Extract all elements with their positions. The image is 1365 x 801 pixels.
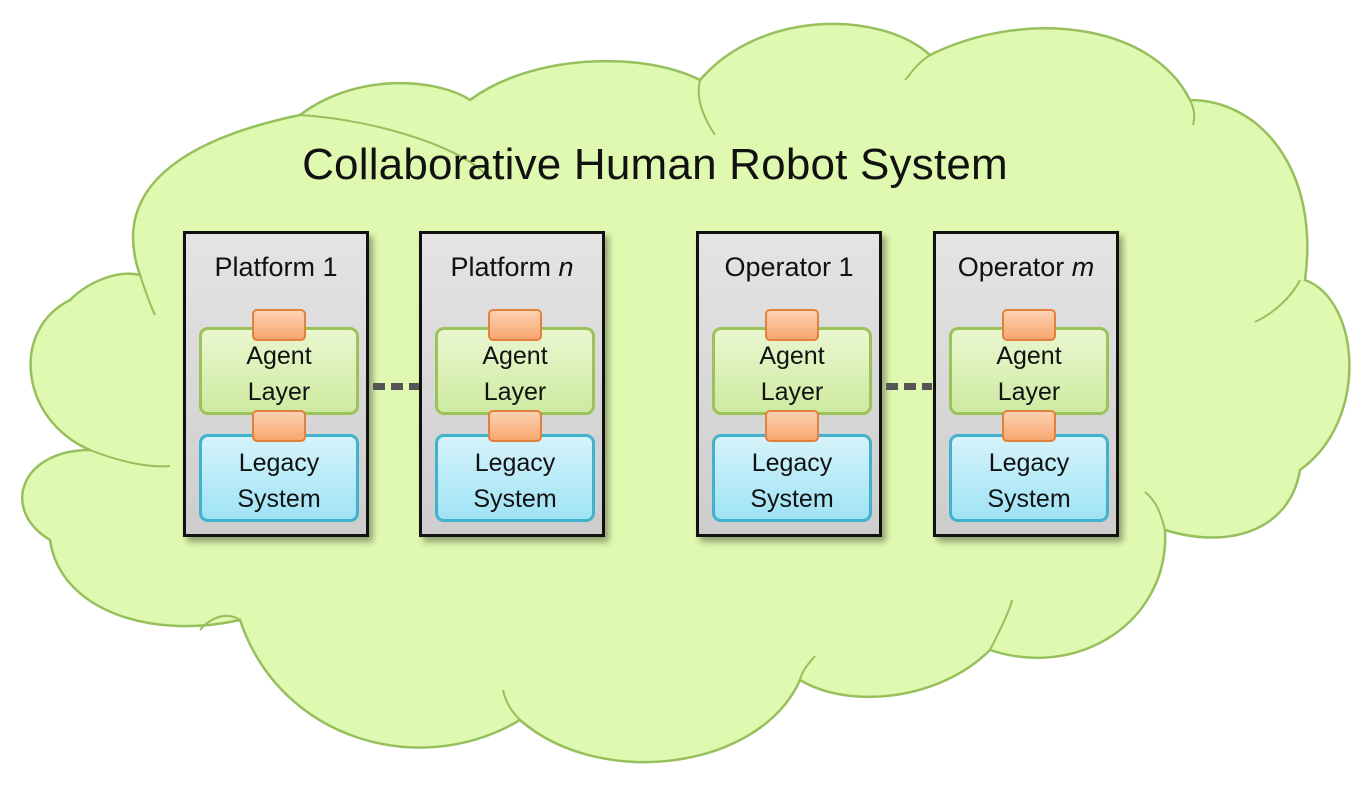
legacy-label-line2: System — [987, 485, 1071, 513]
panel-suffix: m — [1071, 252, 1095, 282]
agent-label-line2: Layer — [997, 378, 1061, 406]
agent-port — [1002, 309, 1056, 341]
diagram-title: Collaborative Human Robot System — [302, 140, 1008, 189]
agent-port — [252, 309, 306, 341]
legacy-label-line1: Legacy — [474, 449, 556, 477]
legacy-port — [1002, 410, 1056, 442]
panel-name: Platform — [214, 252, 315, 282]
panel-name: Operator — [957, 252, 1065, 282]
panel-suffix: 1 — [322, 252, 338, 282]
platform-ellipsis-connector — [373, 383, 419, 390]
legacy-label-line2: System — [750, 485, 834, 513]
panel-title: Operator 1 — [699, 252, 879, 283]
legacy-label-line1: Legacy — [751, 449, 833, 477]
agent-label-line2: Layer — [247, 378, 311, 406]
panel-name: Operator — [724, 252, 831, 282]
agent-label-line1: Agent — [246, 342, 312, 370]
panel-title: Operator m — [936, 252, 1116, 283]
agent-label-line2: Layer — [760, 378, 824, 406]
panel-name: Platform — [450, 252, 551, 282]
legacy-port — [488, 410, 542, 442]
agent-label-line2: Layer — [483, 378, 547, 406]
operator-ellipsis-connector — [886, 383, 932, 390]
panel-suffix: 1 — [838, 252, 854, 282]
legacy-label-line1: Legacy — [238, 449, 320, 477]
legacy-label-line2: System — [473, 485, 557, 513]
legacy-label-line2: System — [237, 485, 321, 513]
legacy-port — [252, 410, 306, 442]
agent-port — [488, 309, 542, 341]
agent-label-line1: Agent — [759, 342, 825, 370]
legacy-port — [765, 410, 819, 442]
legacy-label-line1: Legacy — [988, 449, 1070, 477]
panel-title: Platform n — [422, 252, 602, 283]
agent-label-line1: Agent — [482, 342, 548, 370]
panel-title: Platform 1 — [186, 252, 366, 283]
agent-port — [765, 309, 819, 341]
panel-suffix: n — [558, 252, 574, 282]
agent-label-line1: Agent — [996, 342, 1062, 370]
